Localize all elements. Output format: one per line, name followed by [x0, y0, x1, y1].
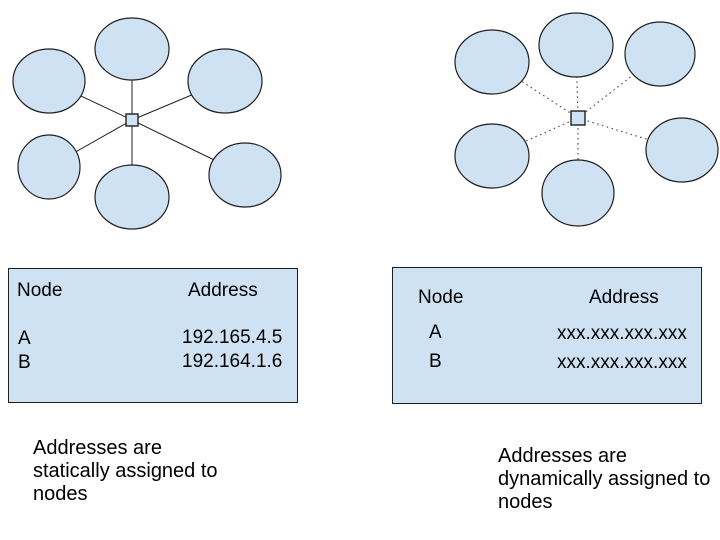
network-node-ellipse	[17, 134, 81, 200]
network-node-ellipse	[187, 48, 263, 114]
dynamic-network-diagram	[454, 12, 719, 227]
network-node-ellipse	[208, 142, 282, 208]
network-node-ellipse	[645, 117, 719, 183]
address-value: 192.165.4.5	[182, 327, 283, 348]
network-node-ellipse	[454, 29, 530, 95]
dynamic-caption: Addresses are dynamically assigned to no…	[498, 445, 711, 513]
node-label: A	[18, 328, 31, 349]
column-header-node: Node	[418, 287, 464, 308]
node-label: B	[429, 351, 442, 372]
node-label: B	[18, 352, 31, 373]
network-node-ellipse	[538, 12, 614, 78]
address-value: 192.164.1.6	[182, 351, 283, 372]
node-label: A	[429, 322, 442, 343]
network-node-ellipse	[624, 21, 696, 87]
network-node-ellipse	[94, 17, 170, 81]
static-address-table: Node Address A 192.165.4.5 B 192.164.1.6	[8, 268, 298, 403]
address-value: xxx.xxx.xxx.xxx	[557, 323, 687, 344]
hub-square	[125, 113, 139, 127]
dynamic-address-table: Node Address A xxx.xxx.xxx.xxx B xxx.xxx…	[392, 267, 702, 404]
network-node-ellipse	[94, 164, 170, 230]
column-header-node: Node	[17, 280, 63, 301]
network-node-ellipse	[541, 159, 615, 227]
static-network-diagram	[12, 17, 282, 230]
column-header-address: Address	[188, 280, 258, 301]
dotted-link-line	[491, 117, 579, 157]
network-node-ellipse	[12, 48, 86, 114]
static-caption: Addresses are statically assigned to nod…	[33, 437, 218, 505]
column-header-address: Address	[589, 287, 659, 308]
network-node-ellipse	[454, 123, 530, 189]
hub-square	[570, 110, 586, 126]
address-value: xxx.xxx.xxx.xxx	[557, 352, 687, 373]
